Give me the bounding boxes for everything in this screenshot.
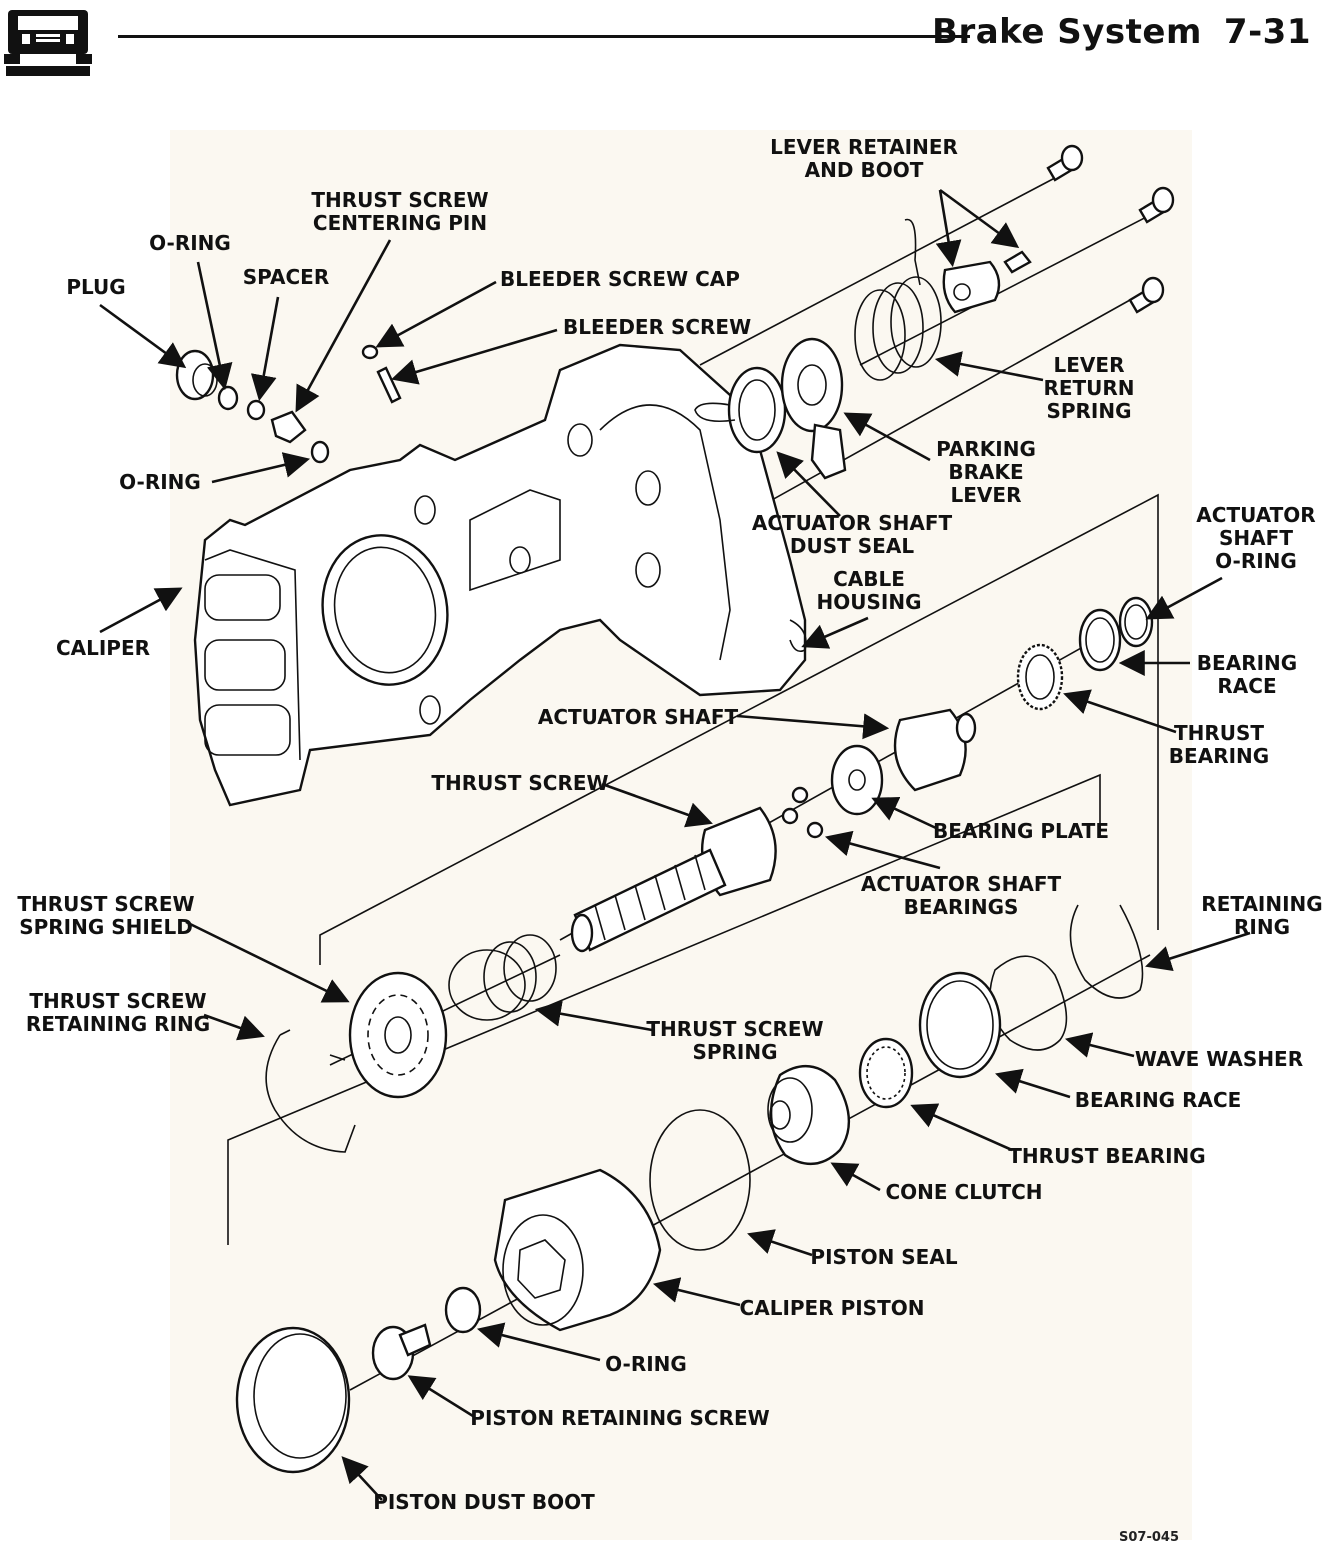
o-ring-top-part [217,385,239,411]
label-wave-washer: WAVE WASHER [1134,1047,1304,1071]
thrust-screw-retaining-ring-part [265,1029,356,1153]
label-o-ring-top: O-RING [149,231,231,255]
section-title: Brake System [932,12,1202,52]
bearing-race-top-part [1078,608,1122,672]
bearing-race-bottom-part [918,971,1002,1079]
cone-clutch-part [767,1064,851,1166]
caliper-piston-part [493,1168,662,1332]
label-bearing-plate: BEARING PLATE [933,819,1109,843]
lever-retainer-part [942,260,1001,314]
label-piston-seal: PISTON SEAL [810,1245,958,1269]
thrust-screw-part [570,806,777,953]
label-thrust-bearing-bottom: THRUST BEARING [1008,1144,1206,1168]
bolt-center-line-3 [859,209,1161,366]
piston-retaining-screw-part [371,1323,432,1381]
label-o-ring-bottom: O-RING [605,1352,687,1376]
label-spacer: SPACER [242,265,330,289]
label-thrust-screw: THRUST SCREW [431,771,609,795]
bearing-plate-part [830,744,884,816]
bleeder-cap-part [361,344,379,360]
label-cone-clutch: CONE CLUTCH [885,1180,1043,1204]
label-caliper-piston: CALIPER PISTON [739,1296,925,1320]
page-number: 7-31 [1223,12,1311,52]
page-title: Brake System 7-31 [932,12,1311,52]
label-piston-retaining-screw: PISTON RETAINING SCREW [470,1406,770,1430]
centering-pin-part [270,410,307,444]
header-rule [118,35,970,38]
thrust-bearing-top-part [1016,643,1064,711]
page-header: Brake System 7-31 [0,0,1325,80]
dust-seal-part [694,366,787,454]
actuator-bearings-part [781,786,824,839]
label-piston-dust-boot: PISTON DUST BOOT [373,1490,595,1514]
label-caliper: CALIPER [55,636,151,660]
caliper-body [193,343,807,807]
leader-arrows [99,188,1251,1501]
o-ring-mid-part [310,440,330,464]
label-actuator-shaft: ACTUATOR SHAFT [537,705,739,729]
spacer-part [246,399,266,421]
label-o-ring-mid: O-RING [119,470,201,494]
hummer-logo [4,10,92,76]
label-bleeder-screw-cap: BLEEDER SCREW CAP [500,267,740,291]
lower-group-bracket [227,773,1101,1245]
label-bearing-race-bottom: BEARING RACE [1074,1088,1242,1112]
retaining-ring-part [1069,904,1144,999]
bolt-center-line-2 [744,299,1131,516]
piston-dust-boot-part [235,1326,351,1474]
piston-seal-part [649,1109,751,1251]
bleeder-screw-part [376,366,402,404]
bolt-center-line-1 [699,169,1071,366]
thrust-bearing-bottom-part [858,1037,914,1109]
return-spring-part [854,218,942,381]
label-bleeder-screw: BLEEDER SCREW [563,315,752,339]
bolts [1003,144,1175,314]
plug-part [175,349,218,401]
spring-shield-part [348,971,448,1099]
thrust-screw-spring-part [448,934,557,1021]
actuator-shaft-part [893,708,977,792]
label-plug: PLUG [66,275,126,299]
figure-code: S07-045 [1119,1530,1179,1545]
actuator-shaft-o-ring-part [1118,596,1154,648]
o-ring-bottom-part [444,1286,482,1334]
parking-brake-lever-part [780,337,847,480]
